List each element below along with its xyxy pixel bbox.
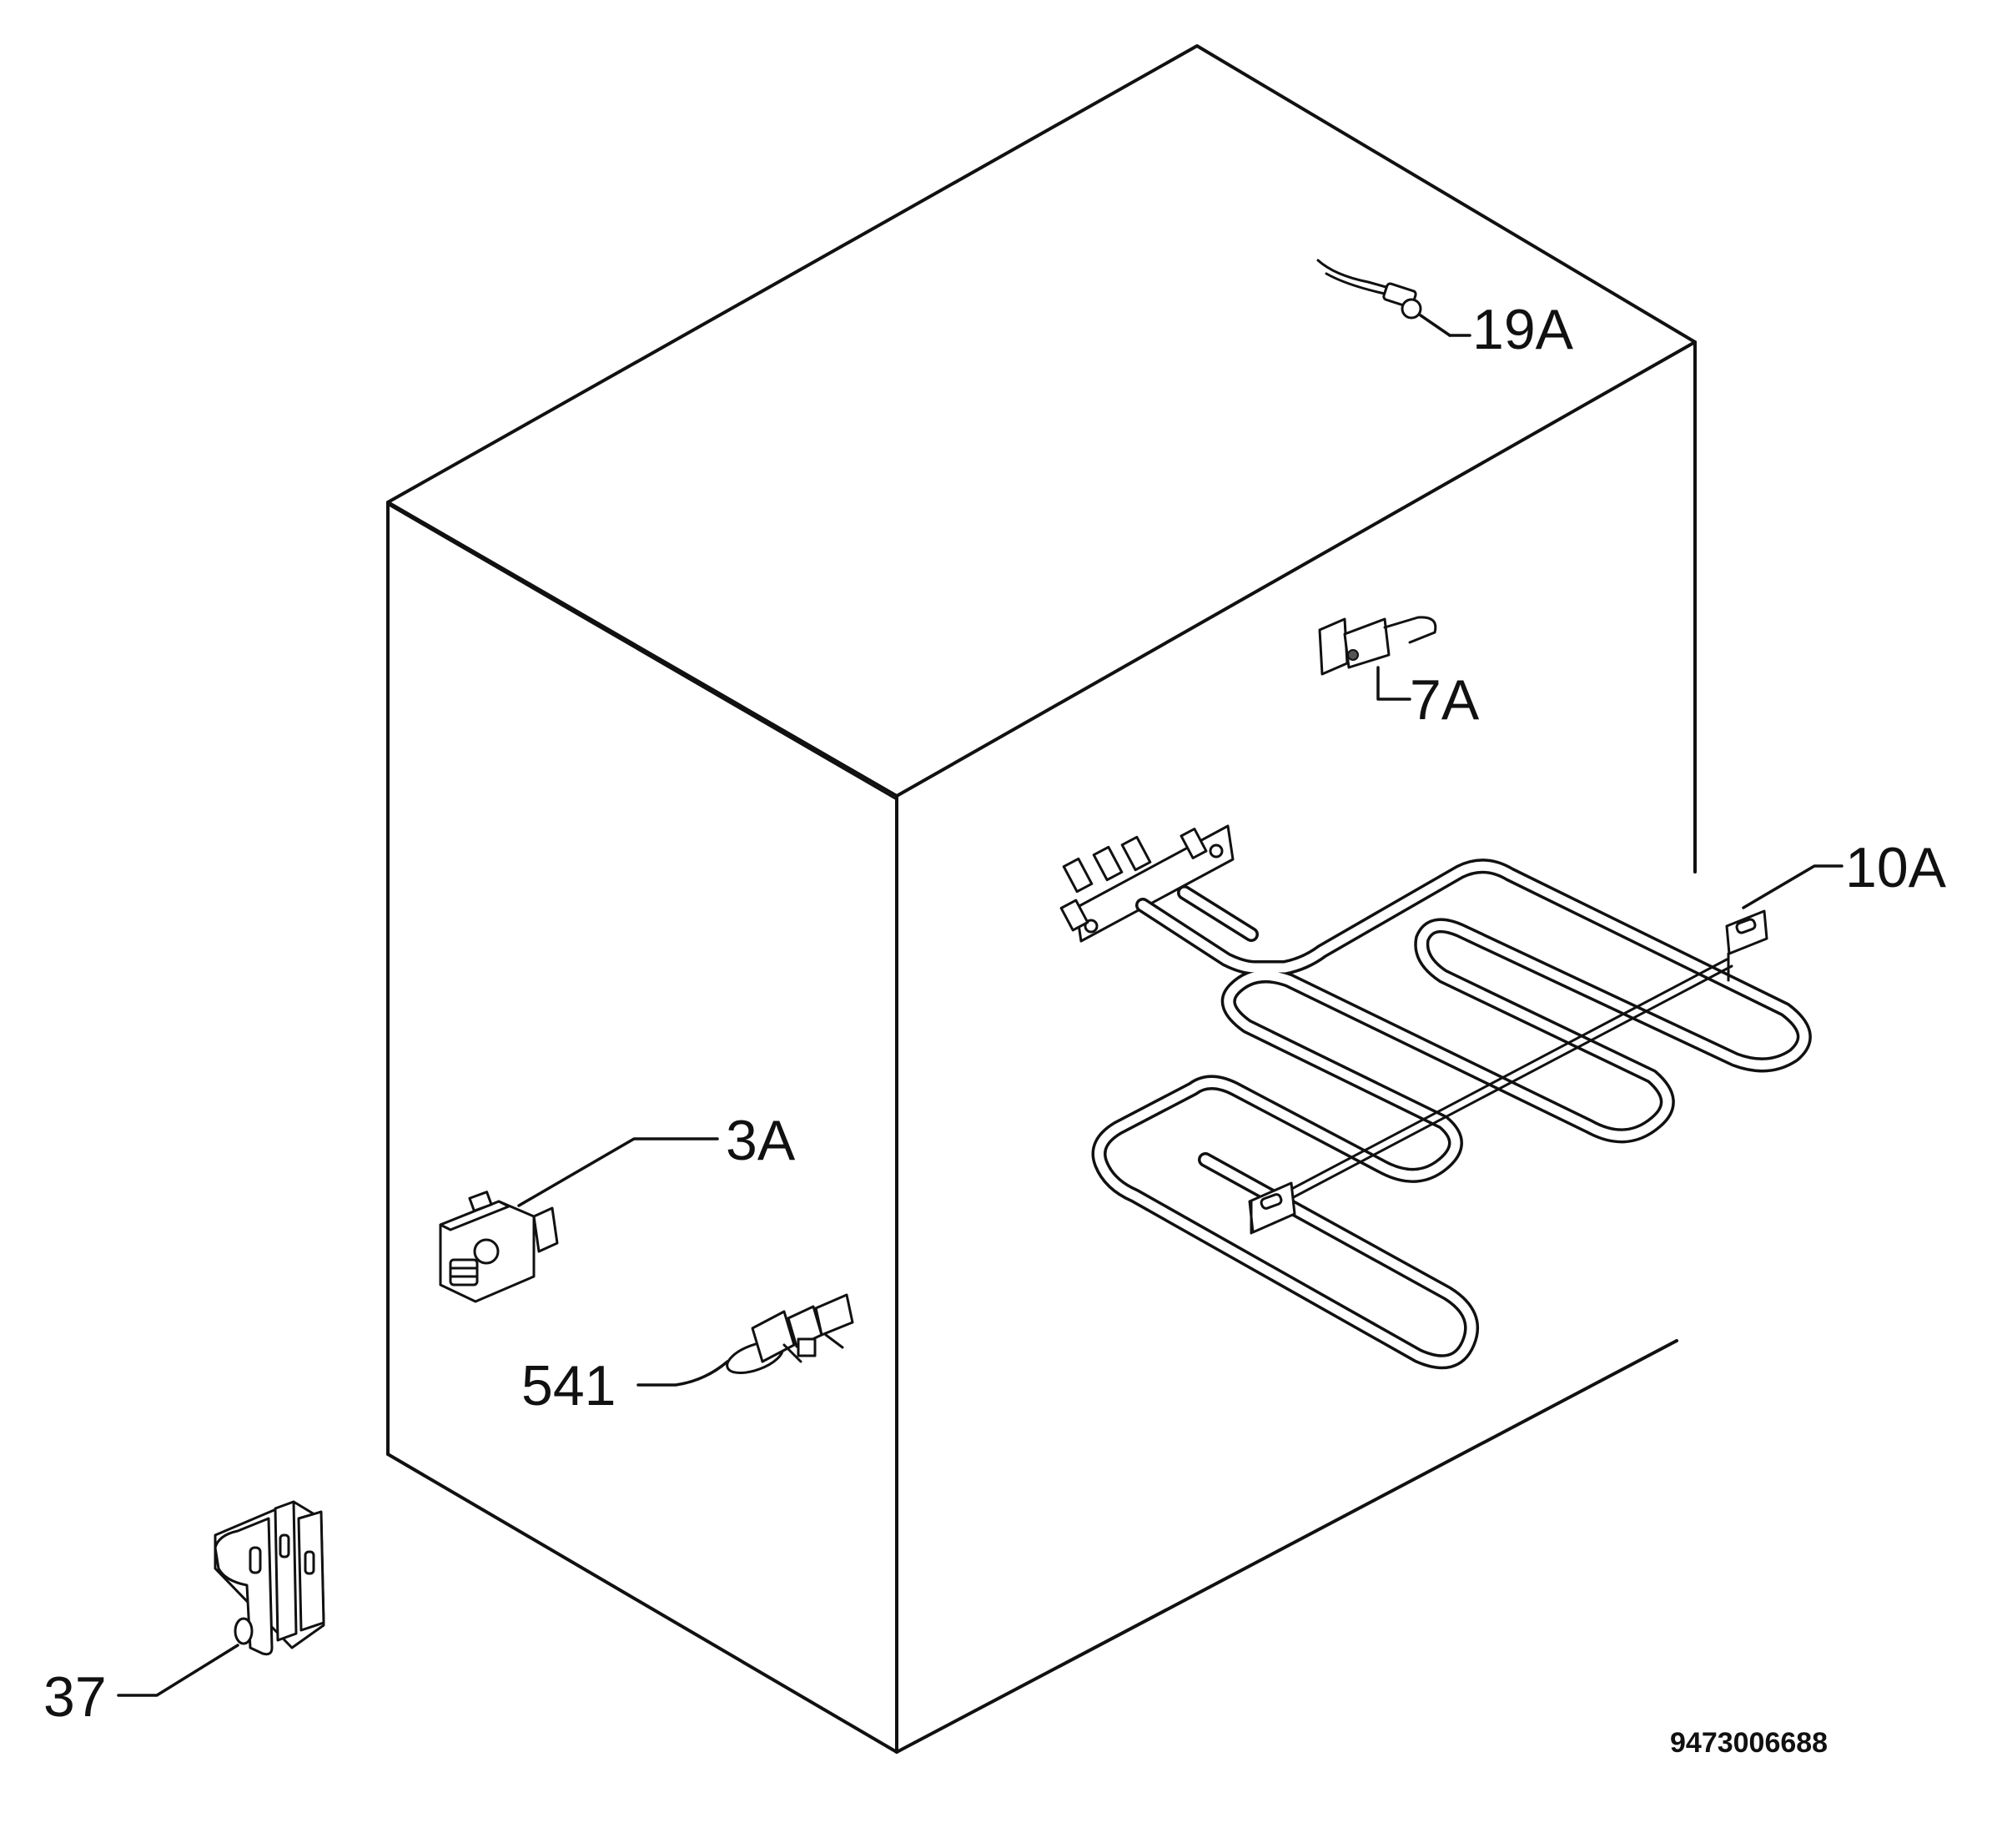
leader-10A (1742, 864, 1844, 909)
switch-boss (473, 1238, 500, 1265)
bracket-left-slot (1260, 1193, 1283, 1210)
part-10A-grill-element: 10A (1059, 824, 1947, 1370)
drawing-number: 9473006688 (1670, 1727, 1828, 1759)
connector-terminal (797, 1337, 817, 1357)
leader-37 (117, 1644, 239, 1697)
oven-cavity-box (386, 44, 1697, 1754)
element-support-rod (1266, 958, 1728, 1203)
callout-3A: 3A (726, 1109, 796, 1172)
element-tube (1091, 859, 1812, 1370)
connector-block-3 (814, 1293, 854, 1337)
leader-19A (1419, 314, 1451, 337)
switch-block-tab (532, 1206, 559, 1253)
probe-wire (1316, 259, 1391, 290)
switch-pin (1347, 649, 1359, 661)
switch-lever (1383, 616, 1437, 644)
terminal-1 (1062, 857, 1094, 894)
switch-flange (1318, 617, 1349, 676)
callout-541: 541 (521, 1354, 616, 1417)
leader-541 (636, 1360, 729, 1387)
holder-leaf-3 (297, 1510, 325, 1632)
callout-37: 37 (43, 1665, 107, 1729)
holder-bulb (234, 1617, 254, 1645)
cavity-bottom-left-edge (386, 1453, 898, 1754)
cavity-top-face (386, 44, 1697, 798)
element-support-rod-2 (1271, 964, 1733, 1210)
probe-wire-2 (1325, 272, 1386, 295)
bracket-right-slot (1735, 918, 1757, 934)
part-3A-switch-block: 3A (439, 1109, 796, 1303)
probe-tip (1401, 298, 1422, 320)
callout-10A: 10A (1845, 836, 1947, 899)
terminal-2 (1092, 845, 1124, 882)
plate-hole-left (1084, 919, 1099, 934)
switch-block-clip (468, 1191, 493, 1212)
leader-7A (1376, 666, 1411, 701)
cavity-bottom-right-edge (895, 1339, 1678, 1754)
terminal-4 (1059, 899, 1089, 932)
part-7A-switch: 7A (1318, 616, 1480, 732)
part-19A-probe: 19A (1316, 259, 1574, 361)
leader-3A (517, 1137, 719, 1207)
holder-slot-1 (249, 1546, 262, 1574)
callout-7A: 7A (1410, 668, 1480, 732)
part-541-connector: 541 (521, 1293, 854, 1417)
holder-slot-3 (304, 1550, 315, 1575)
plate-hole-right (1209, 843, 1224, 859)
terminal-5 (1180, 828, 1208, 859)
element-terminal-plate (1074, 824, 1235, 943)
connector-block-1 (751, 1310, 796, 1363)
part-37-terminal-holder: 37 (43, 1500, 325, 1729)
cavity-inner-top-edge (389, 504, 898, 801)
callout-19A: 19A (1472, 298, 1574, 361)
connector-leads (782, 1333, 844, 1363)
holder-front-leaf (214, 1517, 274, 1656)
holder-leaf-2 (274, 1500, 298, 1642)
holder-slot-2 (279, 1533, 290, 1558)
terminal-3 (1120, 835, 1152, 872)
switch-plunger (449, 1258, 479, 1287)
